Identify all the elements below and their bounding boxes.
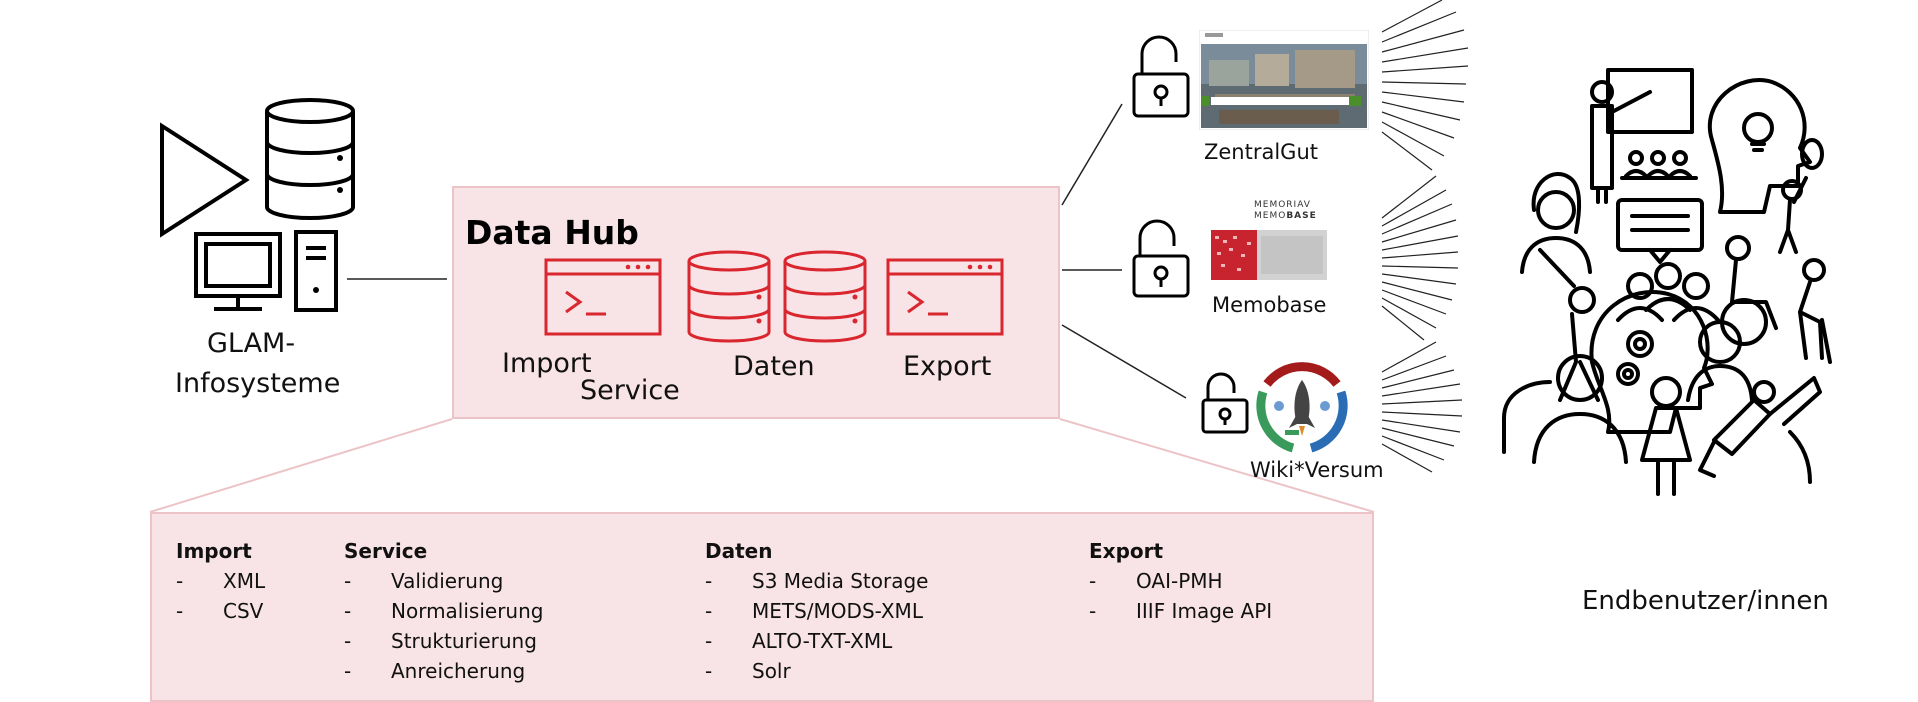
service-label: Service — [580, 375, 680, 406]
database-icon — [265, 98, 355, 220]
list-item: -CSV — [176, 599, 264, 623]
source-label-line2: Infosysteme — [175, 368, 341, 399]
list-item: -Solr — [705, 659, 791, 683]
terminal-window-icon — [886, 258, 1004, 336]
data-hub-box — [452, 186, 1060, 419]
database-stack-icon — [687, 250, 867, 343]
import-label: Import — [502, 348, 592, 379]
zentralgut-screenshot — [1199, 30, 1369, 130]
open-padlock-icon — [1201, 372, 1249, 434]
list-item: -Anreicherung — [344, 659, 526, 683]
open-padlock-icon — [1132, 35, 1190, 118]
details-column-import: Import -XML -CSV — [176, 536, 266, 626]
memobase-logo-text: MEMORIAV MEMOBASE — [1254, 200, 1317, 221]
terminal-window-icon — [544, 258, 662, 336]
list-item: -Normalisierung — [344, 599, 544, 623]
column-heading: Export — [1089, 539, 1164, 563]
wikiversum-logo — [1256, 362, 1348, 453]
column-heading: Import — [176, 539, 252, 563]
details-column-export: Export -OAI-PMH -IIIF Image API — [1089, 536, 1273, 626]
list-item: -S3 Media Storage — [705, 569, 929, 593]
column-heading: Service — [344, 539, 428, 563]
list-item: -ALTO-TXT-XML — [705, 629, 893, 653]
platform-label-zentralgut: ZentralGut — [1204, 140, 1319, 164]
list-item: -Strukturierung — [344, 629, 537, 653]
open-padlock-icon — [1132, 219, 1190, 298]
platform-label-wikiversum: Wiki*Versum — [1250, 458, 1384, 482]
list-item: -OAI-PMH — [1089, 569, 1223, 593]
list-item: -IIIF Image API — [1089, 599, 1273, 623]
details-column-daten: Daten -S3 Media Storage -METS/MODS-XML -… — [705, 536, 929, 686]
list-item: -METS/MODS-XML — [705, 599, 923, 623]
audience-label: Endbenutzer/innen — [1582, 586, 1829, 616]
column-heading: Daten — [705, 539, 773, 563]
export-label: Export — [903, 351, 992, 382]
details-column-service: Service -Validierung -Normalisierung -St… — [344, 536, 544, 686]
list-item: -XML — [176, 569, 266, 593]
source-label-line1: GLAM- — [207, 328, 296, 359]
details-box — [150, 512, 1374, 702]
data-hub-title: Data Hub — [465, 213, 639, 252]
list-item: -Validierung — [344, 569, 504, 593]
radiating-lines — [1381, 0, 1469, 473]
platform-label-memobase: Memobase — [1212, 293, 1327, 317]
desktop-computer-icon — [194, 230, 338, 312]
play-icon — [160, 122, 250, 238]
people-collage-icon — [1502, 68, 1832, 496]
daten-label: Daten — [733, 351, 815, 382]
rocket-icon — [1289, 380, 1315, 436]
memobase-screenshot — [1211, 230, 1327, 280]
